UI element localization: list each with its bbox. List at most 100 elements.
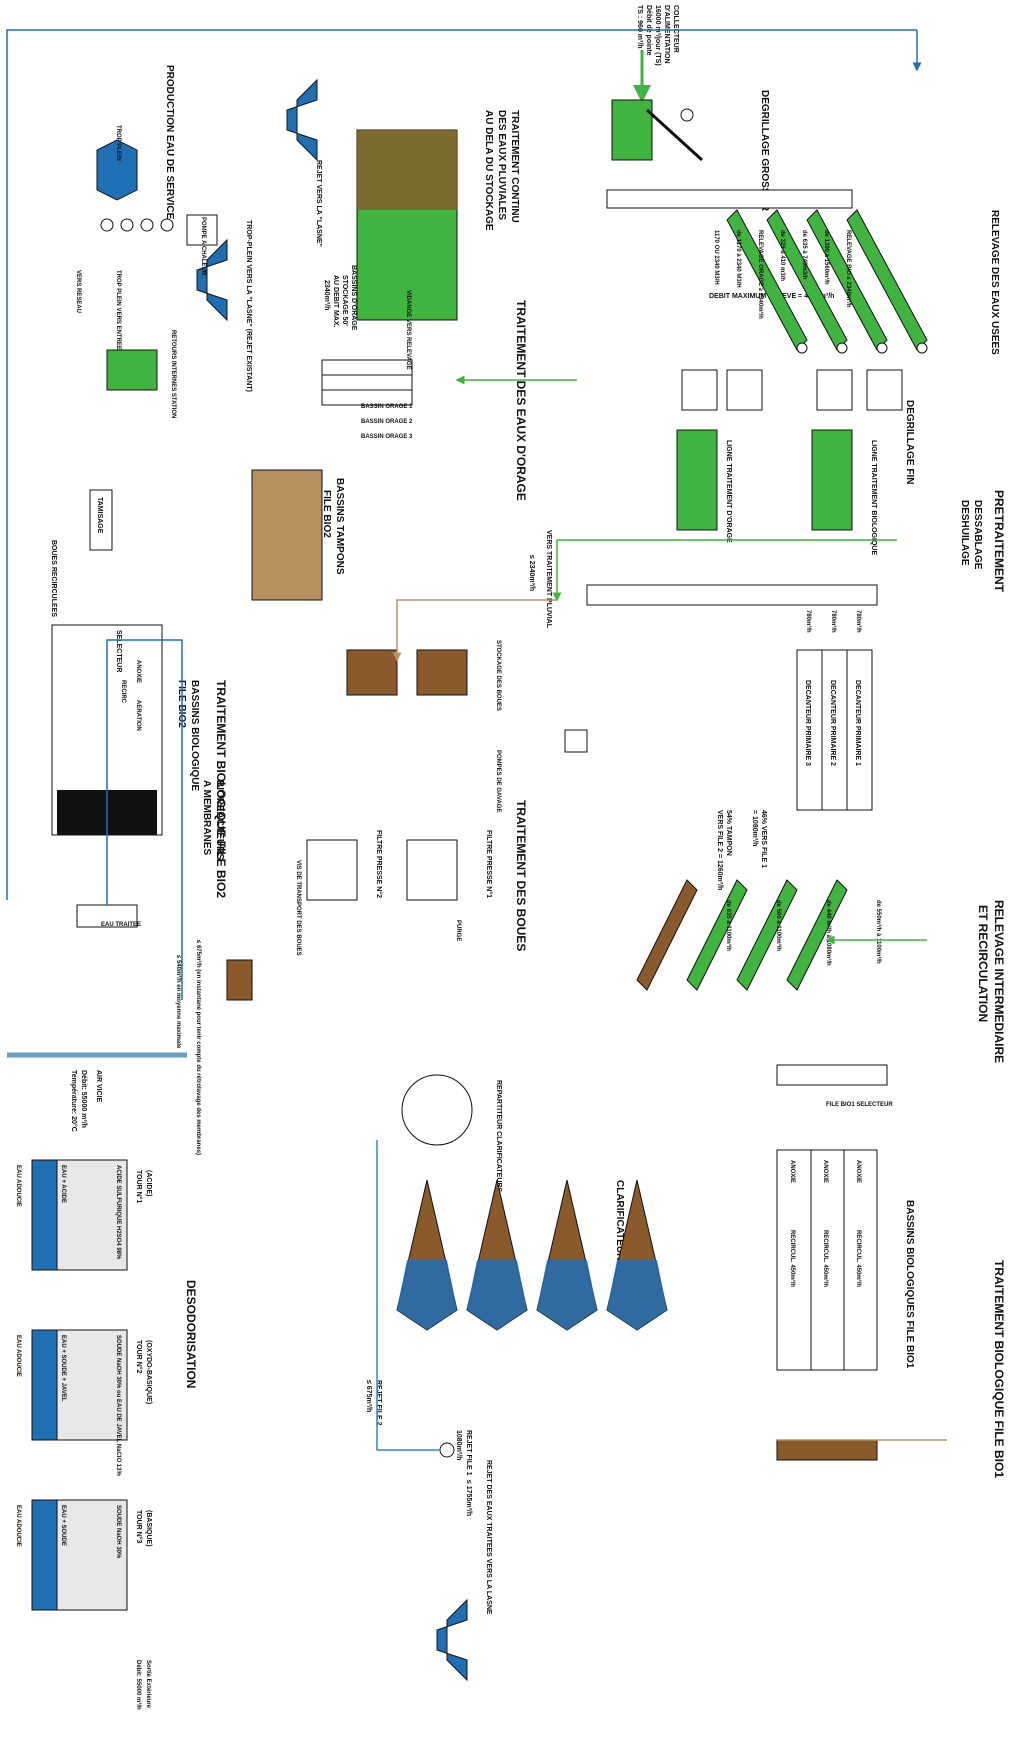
air-debit-label: Débit: 55000 m³/h — [80, 1070, 87, 1128]
conteneur-box — [227, 960, 252, 1000]
svg-text:BASSIN ORAGE 3: BASSIN ORAGE 3 — [361, 434, 413, 440]
clarificateur — [467, 1180, 527, 1330]
label-bassins-tampons: BASSINS TAMPONS — [334, 478, 345, 575]
rejet-file2-label: REJET FILE 2 — [375, 1380, 382, 1426]
tower-reactif: SOUDE NaOH 30% — [115, 1505, 121, 1559]
tower-type: (BASIQUE) — [145, 1510, 152, 1547]
bio1-selecteur-box — [777, 1065, 887, 1085]
pump-label: de 325 à 410 m3/h — [779, 230, 785, 281]
svg-text:RECIRCUL. 450m³/h: RECIRCUL. 450m³/h — [822, 1230, 829, 1287]
tampon-label: 54% TAMPON — [725, 810, 732, 856]
tower-water: EAU + ACIDE — [60, 1165, 66, 1203]
eau-adoucie-label: EAU ADOUCIE — [15, 1165, 21, 1207]
eau-adoucie-label: EAU ADOUCIE — [15, 1505, 21, 1547]
sortie-debit-label: Débit: 55000 m³/h — [135, 1660, 142, 1710]
debit-max-header — [607, 190, 852, 208]
boues-recirc-label: BOUES RECIRCULEES — [50, 540, 57, 617]
decanteurs-primaires: DECANTEUR PRIMAIRE 1 DECANTEUR PRIMAIRE … — [797, 650, 872, 810]
svg-text:SELECTEUR: SELECTEUR — [115, 630, 122, 672]
trop-plein-label: TROP-PLEIN VERS LA "LASNE" (REJET EXISTA… — [245, 220, 252, 392]
motor-icon — [837, 343, 847, 353]
screw-pumps-eaux-usees: RELEVAGE BIO ≤ 2340m³/h de 1390 à 1560m³/… — [713, 210, 927, 353]
screw-pump — [847, 210, 927, 353]
vers-file2-label: VERS FILE 2 = 1260m³/h — [716, 810, 723, 890]
sortie-label: Sortie Extérieure — [145, 1660, 151, 1709]
heading-relevage-eaux-usees: RELEVAGE DES EAUX USEES — [989, 210, 1000, 355]
flow-2340-label: ≤ 2340m³/h — [528, 555, 535, 591]
label-a-membranes: A MEMBRANES — [201, 780, 212, 856]
tower-water: EAU + SOUDE — [60, 1505, 66, 1546]
dessablage-units — [677, 430, 852, 530]
svg-text:780m³/h: 780m³/h — [830, 610, 837, 633]
label-dessablage: DESSABLAGE — [972, 500, 983, 570]
rejet-file1-label: REJET FILE 1 — [465, 1430, 472, 1476]
svg-text:780m³/h: 780m³/h — [855, 610, 862, 633]
tower-type: (OXYDO-BASIQUE) — [145, 1340, 152, 1404]
motor-icon — [917, 343, 927, 353]
svg-text:STOCKAGE 50': STOCKAGE 50' — [341, 275, 348, 326]
svg-text:DECANTEUR PRIMAIRE 2: DECANTEUR PRIMAIRE 2 — [829, 680, 836, 766]
clarificateur — [397, 1180, 457, 1330]
filtre1-label: FILTRE PRESSE N°1 — [485, 830, 493, 898]
vidange-label: VIDANGE VERS RELEVAGE — [405, 290, 411, 370]
heading-production-eau: PRODUCTION EAU DE SERVICE — [164, 65, 175, 220]
label-bassins-bio2: BASSINS BIOLOGIQUE — [189, 680, 200, 791]
label-bassins-bio1: BASSINS BIOLOGIQUES FILE BIO1 — [904, 1200, 915, 1369]
pump-label: de 635 à 740m3/h — [801, 230, 807, 280]
rejet-eaux-flow: ≤ 1755m³/h — [465, 1480, 472, 1516]
pompes-gavage-label: POMPES DE GAVAGE — [495, 750, 501, 812]
eau-traitee-flow: ≤ 675m³/h (en instantané pour tenir comp… — [195, 940, 202, 1155]
screw-pump-intermediaire — [687, 880, 747, 990]
label-eaux-pluviales: DES EAUX PLUVIALES — [496, 110, 507, 220]
degrillage-grossier-unit — [612, 100, 702, 160]
rejet-file2-flow: ≤ 675m³/h — [365, 1380, 372, 1412]
air-temp-label: Température: 20°C — [70, 1070, 78, 1132]
svg-text:780m³/h: 780m³/h — [805, 610, 812, 633]
bio1-basins: ANOXIE ANOXIE ANOXIE RECIRCUL. 450m³/h R… — [777, 1150, 877, 1370]
retours-tank — [107, 350, 157, 390]
svg-text:ANOXIE: ANOXIE — [789, 1160, 795, 1183]
rejet-file1-flow: 1080m³/h — [455, 1430, 462, 1460]
bassins-tampons-tank — [252, 470, 322, 600]
rejet-lasne-outlet-icon — [287, 80, 317, 160]
pompe-chaleur-label: POMPE A CHALEUR — [200, 217, 206, 276]
pump-label: de 1390 à 1560m³/h — [823, 230, 830, 285]
flow-780-labels: 780m³/h 780m³/h 780m³/h — [805, 610, 862, 633]
pump-label: RELEVAGE BIO ≤ 2340m³/h — [845, 230, 852, 308]
ligne-bio-label: LIGNE TRAITEMENT BIOLOGIQUE — [870, 440, 877, 555]
vers-reseau-label: VERS RESEAU — [75, 270, 81, 313]
tower-reactif: ACIDE SULFURIQUE H2SO4 98% — [115, 1165, 121, 1260]
stockage-boues-label: STOCKAGE DES BOUES — [495, 640, 501, 711]
tower-3: TOUR N°3(BASIQUE)EAU + SOUDESOUDE NaOH 3… — [15, 1500, 152, 1610]
relevage-int-label: de 440 m³/h à 1080m³/h — [825, 900, 832, 966]
screw-pump-intermediaire — [787, 880, 847, 990]
ligne-orage-label: LIGNE TRAITEMENT D'ORAGE — [725, 440, 732, 543]
repartition-channel — [587, 585, 877, 605]
pump-label: 1170 OU 2340 M3/H — [713, 230, 719, 285]
file1-flow-label: = 1080m³/h — [751, 810, 758, 846]
tower-type: (ACIDE) — [145, 1170, 152, 1196]
svg-text:BASSINS D'ORAGE: BASSINS D'ORAGE — [350, 265, 357, 331]
svg-text:AU DEBIT MAX.: AU DEBIT MAX. — [332, 275, 339, 328]
label-traitement-continu: TRAITEMENT CONTINU — [509, 110, 520, 223]
svg-text:COLLECTEUR: COLLECTEUR — [672, 5, 679, 53]
screw-pumps-intermediaire: de 550m³/h à 1100m³/hde 440 m³/h à 1080m… — [637, 880, 882, 990]
label-file-bio2-tampon: FILE BIO2 — [321, 490, 332, 538]
heading-traitement-orage: TRAITEMENT DES EAUX D'ORAGE — [514, 300, 528, 501]
label-degrillage-fin: DEGRILLAGE FIN — [904, 400, 915, 484]
tower-water: EAU + SOUDE + JAVEL — [60, 1335, 66, 1402]
svg-text:ANOXIE: ANOXIE — [135, 660, 141, 683]
svg-text:DECANTEUR PRIMAIRE 3: DECANTEUR PRIMAIRE 3 — [804, 680, 811, 766]
svg-text:AERATION: AERATION — [135, 700, 141, 731]
eau-traitee-flow2: ≤ 540m³/h en moyenne maximale — [175, 955, 182, 1049]
rejet-eaux-label: REJET DES EAUX TRAITEES VERS LA LASNE — [485, 1460, 492, 1615]
rejet-lasne-label: REJET VERS LA "LASNE" — [315, 160, 322, 247]
motor-icon — [797, 343, 807, 353]
desodorisation-towers: TOUR N°1(ACIDE)EAU + ACIDEACIDE SULFURIQ… — [15, 1160, 152, 1610]
heading-desodorisation: DESODORISATION — [184, 1280, 198, 1388]
eau-adoucie-label: EAU ADOUCIE — [15, 1335, 21, 1377]
trop-plein-short-label: TROP PLEIN — [115, 125, 121, 161]
trop-plein-entree-label: TROP PLEIN VERS ENTREE — [115, 270, 121, 350]
heading-recirculation: ET RECIRCULATION — [976, 905, 990, 1022]
